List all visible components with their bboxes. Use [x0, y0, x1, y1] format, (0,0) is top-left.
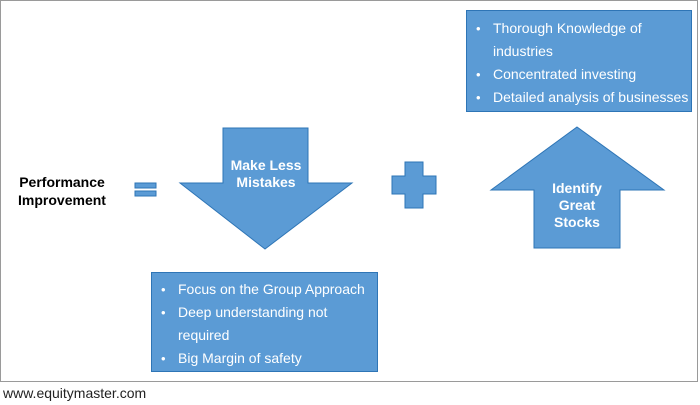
- top-box-item-1: Thorough Knowledge of: [467, 17, 691, 40]
- down-arrow-shape: [178, 127, 354, 250]
- top-box-item-3: Concentrated investing: [467, 63, 691, 86]
- top-bullet-box: Thorough Knowledge of industries Concent…: [466, 10, 692, 112]
- plus-sign: [391, 161, 437, 209]
- diagram-frame: [0, 0, 698, 382]
- bottom-box-item-4: Big Margin of safety: [152, 347, 377, 370]
- up-arrow-shape: [489, 126, 666, 249]
- up-arrow-label: Identify Great Stocks: [534, 180, 620, 231]
- down-arrow-line1: Make Less: [230, 157, 302, 173]
- up-arrow-line2: Great: [558, 197, 596, 213]
- down-arrow-line2: Mistakes: [236, 174, 296, 190]
- left-label-line2: Improvement: [18, 192, 106, 208]
- top-box-item-4: Detailed analysis of businesses: [467, 86, 691, 109]
- source-label: www.equitymaster.com: [3, 385, 147, 401]
- bottom-box-item-1: Focus on the Group Approach: [152, 278, 377, 301]
- down-arrow-label: Make Less Mistakes: [214, 157, 318, 191]
- performance-improvement-label: Performance Improvement: [8, 173, 116, 209]
- bottom-box-item-2: Deep understanding not: [152, 301, 377, 324]
- bottom-box-item-3: required: [178, 327, 230, 343]
- left-label-line1: Performance: [19, 174, 105, 190]
- bottom-bullet-box: Focus on the Group Approach Deep underst…: [151, 272, 378, 372]
- up-arrow-line3: Stocks: [554, 214, 600, 230]
- equals-sign: [134, 182, 157, 197]
- up-arrow-line1: Identify: [552, 180, 602, 196]
- top-box-item-2: industries: [493, 43, 553, 59]
